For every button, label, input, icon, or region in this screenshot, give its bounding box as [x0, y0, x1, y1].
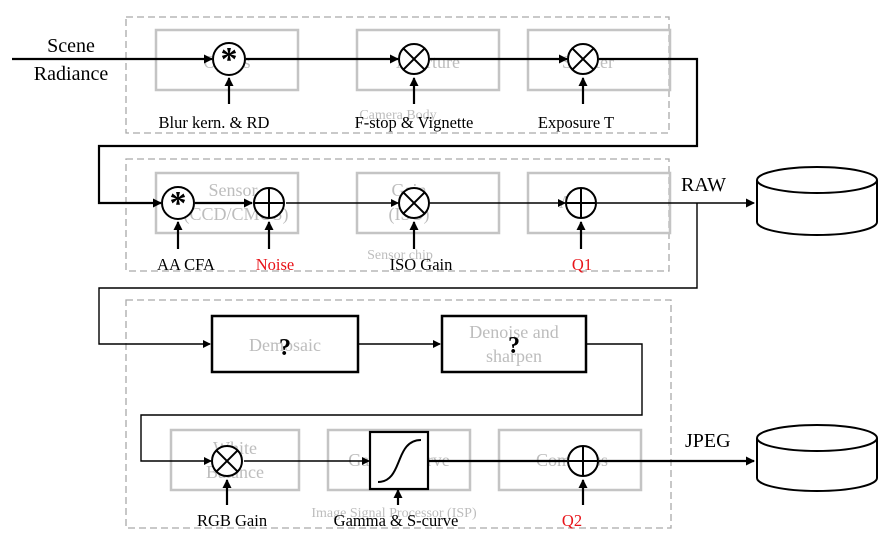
scene-label-1: Scene — [47, 35, 95, 57]
aa-cfa-label: AA CFA — [157, 255, 215, 274]
jpeg-storage-icon — [756, 424, 878, 492]
s-curve-operator — [368, 430, 430, 491]
camera-body-title: Camera Body — [359, 108, 436, 123]
q1-label: Q1 — [572, 255, 592, 274]
multiply-operator-shutter — [567, 43, 599, 75]
iso-gain-label: ISO Gain — [390, 255, 453, 274]
raw-to-demosaic-wire — [98, 203, 698, 348]
scene-label-2: Radiance — [34, 63, 109, 85]
jpeg-label: JPEG — [685, 430, 731, 452]
isp-group — [125, 299, 672, 529]
multiply-operator-gain — [398, 187, 430, 219]
gamma-s-curve-label: Gamma & S-curve — [334, 511, 459, 530]
raw-label: RAW — [681, 174, 726, 196]
rgb-gain-label: RGB Gain — [197, 511, 267, 530]
blur-kernel-label: Blur kern. & RD — [159, 113, 270, 132]
denoise-label-2: sharpen — [486, 346, 542, 366]
isp-title: Image Signal Processor (ISP) — [311, 506, 477, 521]
fstop-vignette-label: F-stop & Vignette — [355, 113, 474, 132]
convolution-operator-aa: * — [161, 185, 195, 222]
svg-text:*: * — [221, 41, 238, 78]
q2-label: Q2 — [562, 511, 582, 530]
convolution-operator-optics: * — [212, 41, 246, 78]
white-balance-box — [169, 428, 301, 492]
demosaic-block — [210, 314, 360, 374]
demosaic-label: Demosaic — [249, 335, 321, 355]
demosaic-unknown: ? — [279, 335, 291, 361]
denoise-label-1: Denoise and — [469, 322, 558, 342]
exposure-label: Exposure T — [538, 113, 614, 132]
noise-label: Noise — [256, 255, 295, 274]
add-operator-noise — [253, 187, 285, 219]
add-operator-compress — [567, 445, 599, 477]
multiply-operator-white-balance — [211, 445, 243, 477]
add-operator-adc — [565, 187, 597, 219]
denoise-to-wb-wire — [140, 343, 643, 465]
multiply-operator-aperture — [398, 43, 430, 75]
shutter-to-sensor-wire — [97, 57, 699, 208]
sensor-chip-title: Sensor chip — [367, 248, 433, 263]
denoise-unknown: ? — [508, 333, 520, 359]
svg-text:*: * — [170, 185, 187, 222]
raw-storage-icon — [756, 166, 878, 236]
sensor-label-1: Sensor — [209, 180, 258, 200]
